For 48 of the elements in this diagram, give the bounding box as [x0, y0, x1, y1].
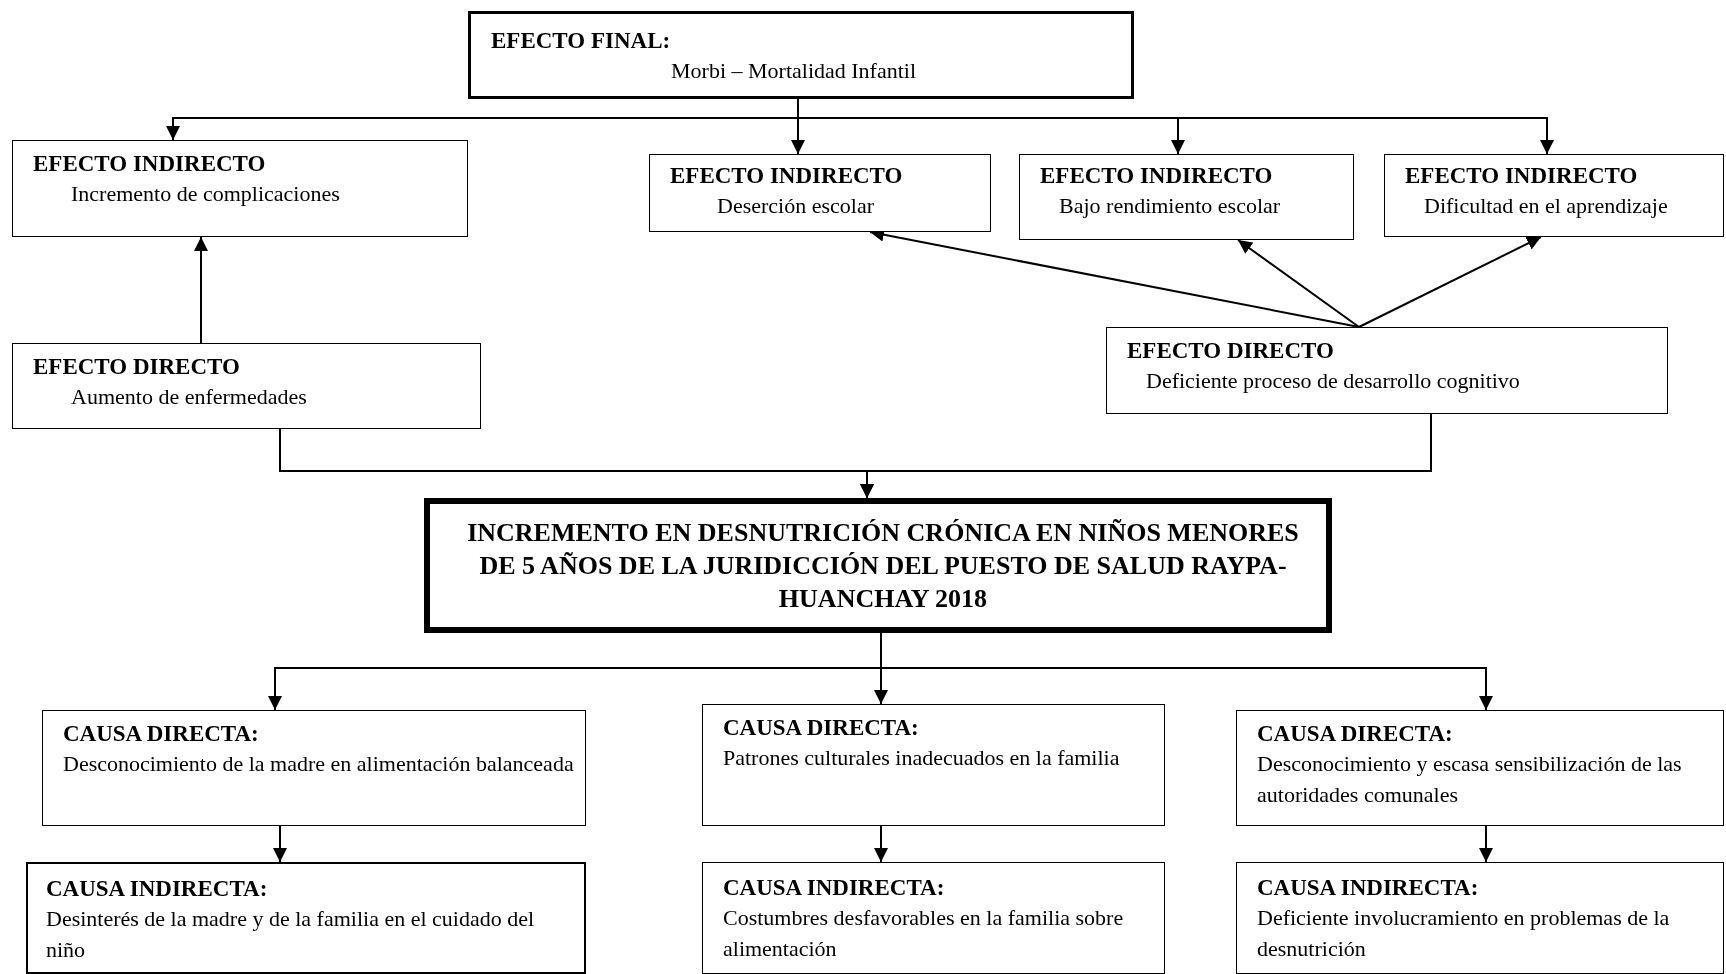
flow-box [1106, 327, 1668, 414]
box-text: Desconocimiento y escasa sensibilización de las autoridades comunales [1257, 750, 1683, 809]
flow-box [1236, 862, 1724, 974]
flow-box [12, 140, 468, 237]
flow-box [702, 704, 1165, 826]
flow-box [649, 154, 991, 232]
box-heading: EFECTO INDIRECTO [1405, 162, 1639, 190]
box-heading: EFECTO INDIRECTO [1040, 162, 1274, 190]
flow-box [1019, 154, 1354, 240]
problem-box [424, 498, 1332, 633]
flow-box [702, 862, 1165, 974]
box-text: Deficiente proceso de desarrollo cognitivo [1145, 367, 1521, 395]
box-heading: INCREMENTO EN DESNUTRICIÓN CRÓNICA EN NIÑOS MENORES DE 5 AÑOS DE LA JURIDICCIÓN DEL PUESTO DE SALUD RAYPA-HUANCHAY 2018 [466, 517, 1300, 615]
flow-box [42, 710, 586, 826]
flow-box [26, 862, 586, 974]
arrow [860, 413, 1432, 499]
box-heading: CAUSA DIRECTA: [63, 720, 260, 748]
flow-box [12, 343, 481, 429]
box-text: Dificultad en el aprendizaje [1423, 192, 1669, 220]
arrow [1358, 236, 1542, 328]
box-text: Aumento de enfermedades [70, 383, 308, 411]
box-heading: EFECTO INDIRECTO [33, 150, 267, 178]
box-heading: EFECTO DIRECTO [1127, 337, 1335, 365]
flow-box [1384, 154, 1724, 237]
box-text: Desconocimiento de la madre en alimentación balanceada [63, 750, 575, 778]
box-heading: CAUSA INDIRECTA: [1257, 874, 1480, 902]
box-text: Incremento de complicaciones [70, 180, 341, 208]
arrow [1237, 239, 1360, 328]
arrow [1479, 825, 1493, 863]
box-heading: CAUSA INDIRECTA: [46, 875, 269, 903]
box-text: Patrones culturales inadecuados en la familia [723, 744, 1121, 772]
box-text: Deficiente involucramiento en problemas de la desnutrición [1257, 904, 1671, 963]
arrow [194, 236, 208, 344]
box-heading: CAUSA INDIRECTA: [723, 874, 946, 902]
arrow [273, 825, 287, 863]
box-heading: EFECTO FINAL: [491, 27, 672, 55]
box-text: Deserción escolar [716, 192, 875, 220]
box-heading: CAUSA DIRECTA: [723, 714, 920, 742]
box-text: Costumbres desfavorables en la familia sobre alimentación [723, 904, 1125, 963]
flow-box [1236, 710, 1724, 826]
box-heading: CAUSA DIRECTA: [1257, 720, 1454, 748]
box-text: Bajo rendimiento escolar [1058, 192, 1282, 220]
box-heading: EFECTO DIRECTO [33, 353, 241, 381]
flow-box [468, 11, 1134, 99]
box-text: Morbi – Mortalidad Infantil [670, 57, 917, 85]
box-text: Desinterés de la madre y de la familia en el cuidado del niño [46, 905, 536, 964]
arrow [874, 825, 888, 863]
box-heading: EFECTO INDIRECTO [670, 162, 904, 190]
